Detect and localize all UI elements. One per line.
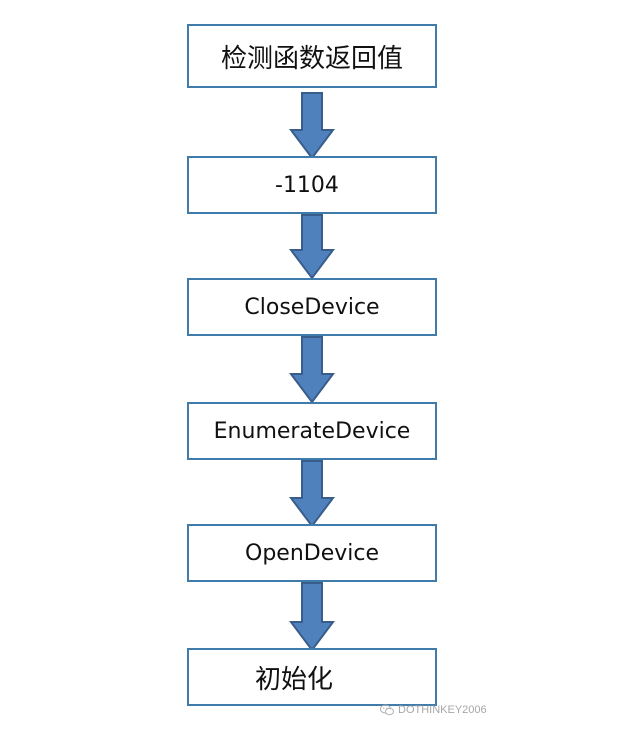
step-open-device: OpenDevice [187,524,437,582]
step-label: CloseDevice [244,294,380,320]
step-enumerate-device: EnumerateDevice [187,402,437,460]
step-label: -1104 [275,172,339,198]
step-error-code: -1104 [187,156,437,214]
wechat-icon [380,704,394,716]
step-label: EnumerateDevice [213,418,411,444]
arrow-down-3 [289,336,335,404]
arrow-down-4 [289,460,335,528]
watermark-text: DOTHINKEY2006 [398,704,487,716]
step-label: 初始化 [255,664,334,695]
arrow-down-2 [289,214,335,280]
step-initialize: 初始化 [187,648,437,706]
step-label: 检测函数返回值 [220,43,403,74]
watermark: DOTHINKEY2006 [380,704,487,716]
arrow-down-5 [289,582,335,652]
arrow-down-1 [289,92,335,160]
step-check-return-value: 检测函数返回值 [187,24,437,88]
step-label: OpenDevice [245,540,379,566]
step-close-device: CloseDevice [187,278,437,336]
